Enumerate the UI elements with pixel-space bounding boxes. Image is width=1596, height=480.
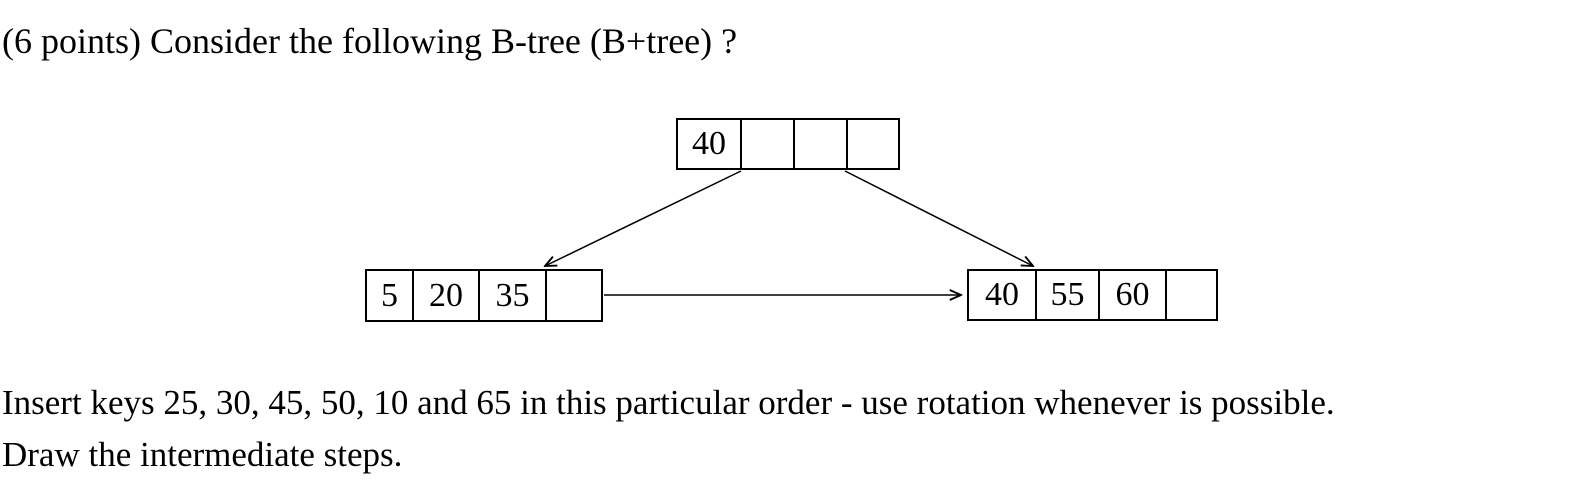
tree-cell-root-1 <box>742 120 795 168</box>
btree-left-leaf-node: 5 20 35 <box>365 269 603 322</box>
tree-cell-leftleaf-2: 35 <box>480 271 547 320</box>
tree-cell-root-0: 40 <box>678 120 742 168</box>
tree-cell-leftleaf-3 <box>547 271 601 320</box>
tree-cell-rightleaf-3 <box>1167 271 1216 319</box>
btree-root-node: 40 <box>676 118 900 170</box>
pointer-to-right-leaf-arrow <box>844 170 1033 266</box>
tree-cell-rightleaf-2: 60 <box>1100 271 1167 319</box>
tree-cell-rightleaf-0: 40 <box>969 271 1037 319</box>
instructions-paragraph: Insert keys 25, 30, 45, 50, 10 and 65 in… <box>2 377 1335 480</box>
tree-cell-rightleaf-1: 55 <box>1037 271 1100 319</box>
question-text: (6 points) Consider the following B-tree… <box>2 21 738 61</box>
instructions-line-1: Insert keys 25, 30, 45, 50, 10 and 65 in… <box>2 383 1335 422</box>
pointer-to-left-leaf-arrow <box>545 170 742 266</box>
tree-cell-leftleaf-1: 20 <box>414 271 480 320</box>
tree-cell-root-3 <box>848 120 898 168</box>
tree-cell-leftleaf-0: 5 <box>367 271 414 320</box>
tree-cell-root-2 <box>795 120 848 168</box>
btree-right-leaf-node: 40 55 60 <box>967 269 1218 321</box>
instructions-line-2: Draw the intermediate steps. <box>2 435 403 474</box>
